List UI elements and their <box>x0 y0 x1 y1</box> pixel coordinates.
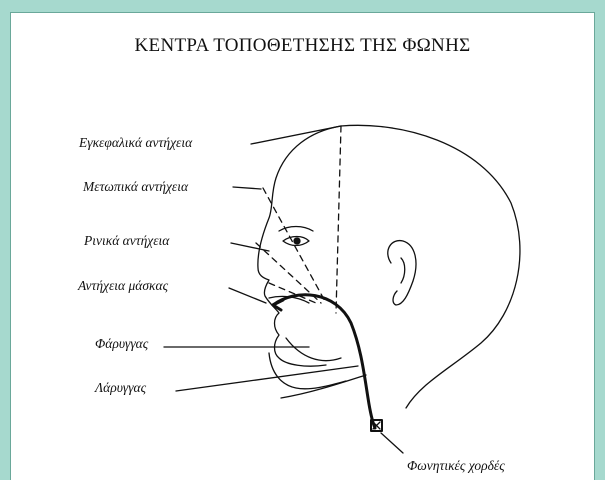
tongue <box>286 338 341 361</box>
label-cerebral-resonance: Εγκεφαλικά αντήχεια <box>79 135 192 151</box>
label-larynx: Λάρυγγας <box>95 380 146 396</box>
dashed-center-line <box>336 126 341 313</box>
airway-path <box>273 295 375 428</box>
label-vocal-cords: Φωνητικές χορδές <box>407 458 505 474</box>
diagram-panel: ΚΕΝΤΡΑ ΤΟΠΟΘΕΤΗΣΗΣ ΤΗΣ ΦΩΝΗΣ <box>10 12 595 480</box>
label-frontal-resonance: Μετωπικά αντήχεια <box>83 179 188 195</box>
label-mask-resonance: Αντήχεια μάσκας <box>78 278 168 294</box>
neck-front <box>269 353 346 389</box>
skull-outline <box>341 125 520 408</box>
ear <box>388 241 416 305</box>
face-profile <box>258 126 341 366</box>
label-pharynx: Φάρυγγας <box>95 336 148 352</box>
label-nasal-resonance: Ρινικά αντήχεια <box>84 233 169 249</box>
